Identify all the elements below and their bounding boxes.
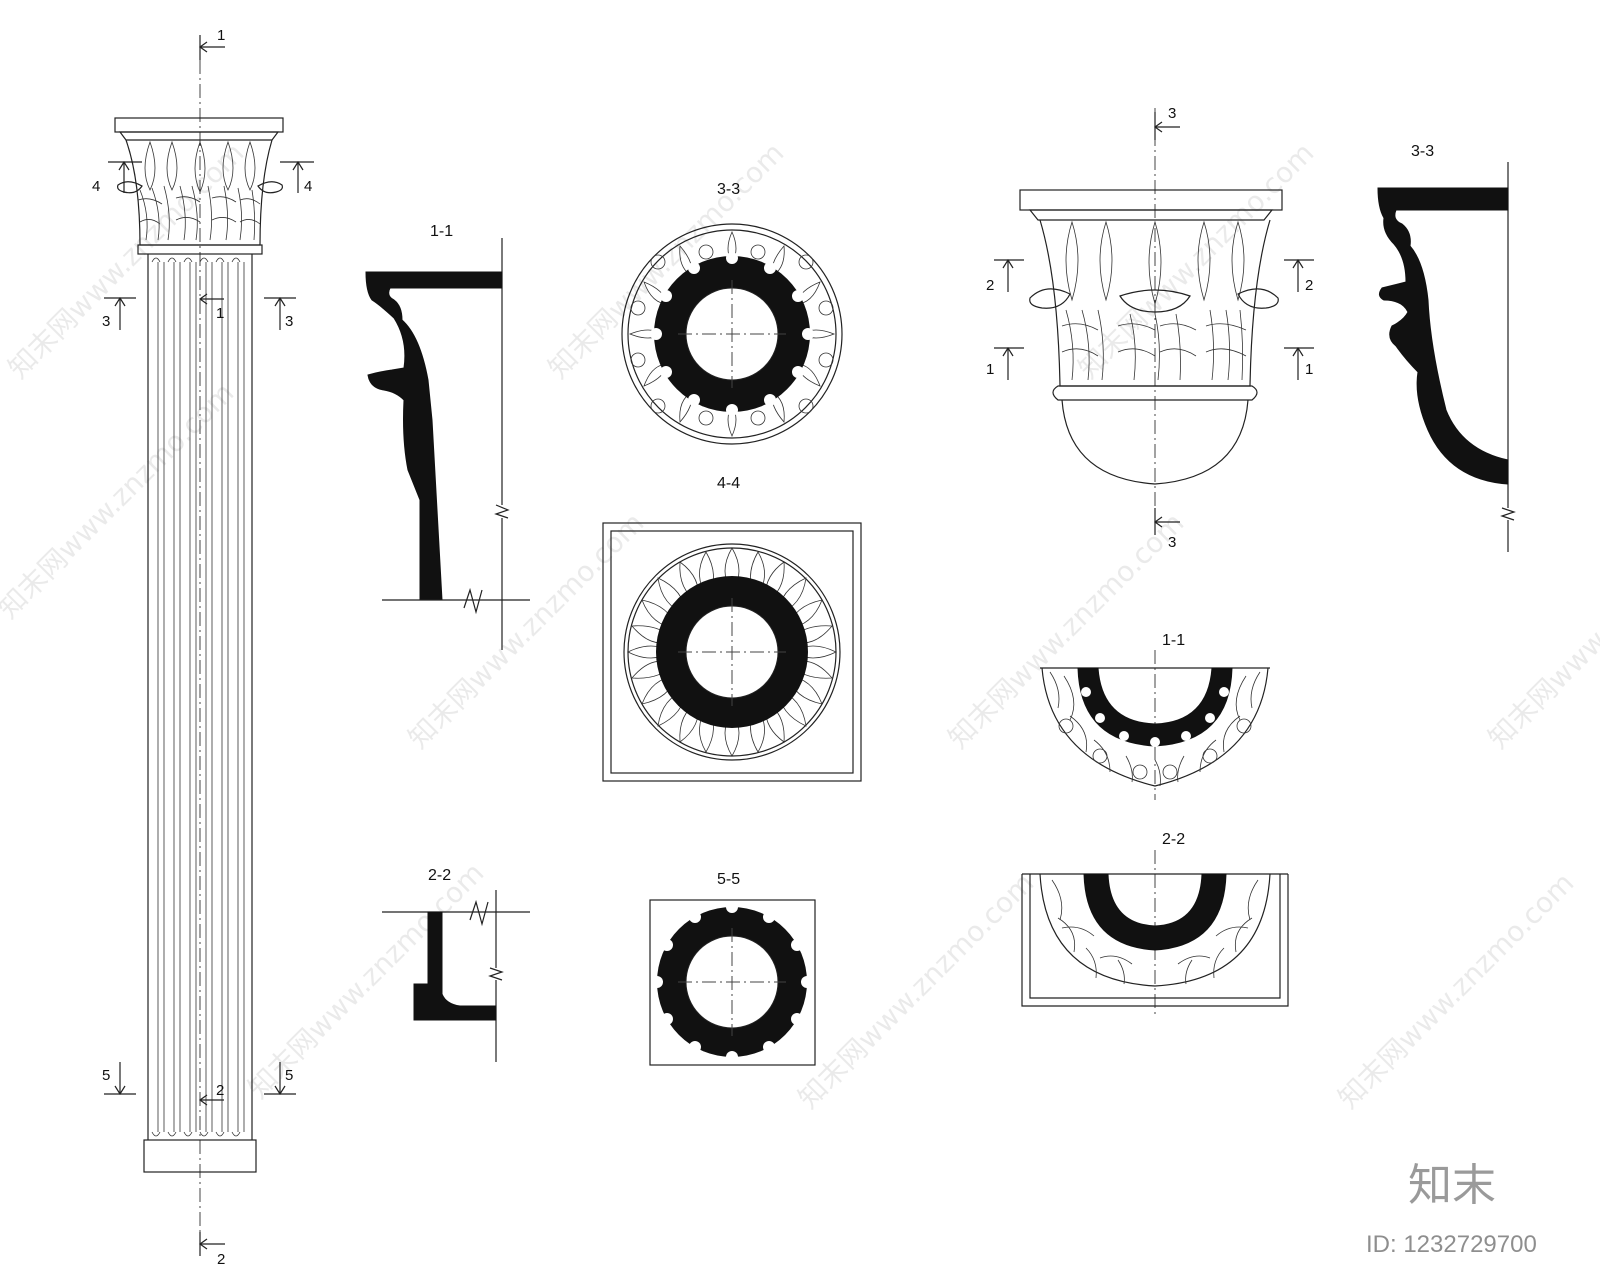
section-label: 2: [216, 1082, 224, 1099]
profile-3-3: 3-3: [1377, 143, 1516, 552]
column-elevation: 1 2: [92, 27, 314, 1268]
watermark: 知末网www.znzmo.com: [242, 856, 491, 1105]
view-title: 3-3: [1411, 143, 1434, 160]
section-label: 2: [217, 1251, 225, 1268]
profile-1-1: 1-1: [365, 223, 530, 650]
section-label: 1: [1305, 361, 1313, 378]
view-title: 2-2: [1162, 831, 1185, 848]
section-label: 1: [986, 361, 994, 378]
section-label: 3: [285, 313, 293, 330]
ring-5-5: 5-5: [649, 871, 816, 1066]
half-2-2: 2-2: [1021, 831, 1289, 1016]
view-title: 1-1: [430, 223, 453, 240]
capital-elevation: 3 3 2 2: [986, 105, 1314, 551]
watermark: 知末网www.znzmo.com: [2, 136, 251, 385]
ring-3-3: 3-3: [621, 181, 843, 445]
watermark: 知末网www.znzmo.com: [0, 376, 240, 625]
brand-block: 知末 ID: 1232729700: [1366, 1160, 1537, 1258]
section-label: 5: [102, 1067, 110, 1084]
section-label: 3: [102, 313, 110, 330]
section-label: 3: [1168, 105, 1176, 122]
section-label: 4: [304, 178, 312, 195]
watermark: 知末网www.znzmo.com: [792, 866, 1041, 1115]
section-label: 1: [217, 27, 225, 44]
view-title: 1-1: [1162, 632, 1185, 649]
view-title: 5-5: [717, 871, 740, 888]
watermark: 知末网www.znzmo.com: [1072, 136, 1321, 385]
section-label: 1: [216, 305, 224, 322]
watermark: 知末网www.znzmo.com: [1482, 506, 1600, 755]
section-label: 2: [986, 277, 994, 294]
watermark: 知末网www.znzmo.com: [942, 506, 1191, 755]
id-label: ID: 1232729700: [1366, 1231, 1537, 1258]
profile-2-2: 2-2: [382, 867, 530, 1062]
section-label: 2: [1305, 277, 1313, 294]
square-4-4: 4-4: [602, 475, 862, 782]
section-label: 3: [1168, 534, 1176, 551]
section-label: 5: [285, 1067, 293, 1084]
view-title: 3-3: [717, 181, 740, 198]
view-title: 2-2: [428, 867, 451, 884]
watermark: 知末网www.znzmo.com: [1332, 866, 1581, 1115]
section-label: 4: [92, 178, 100, 195]
view-title: 4-4: [717, 475, 740, 492]
half-1-1: 1-1: [1040, 632, 1270, 800]
brand-logo: 知末: [1408, 1160, 1496, 1211]
